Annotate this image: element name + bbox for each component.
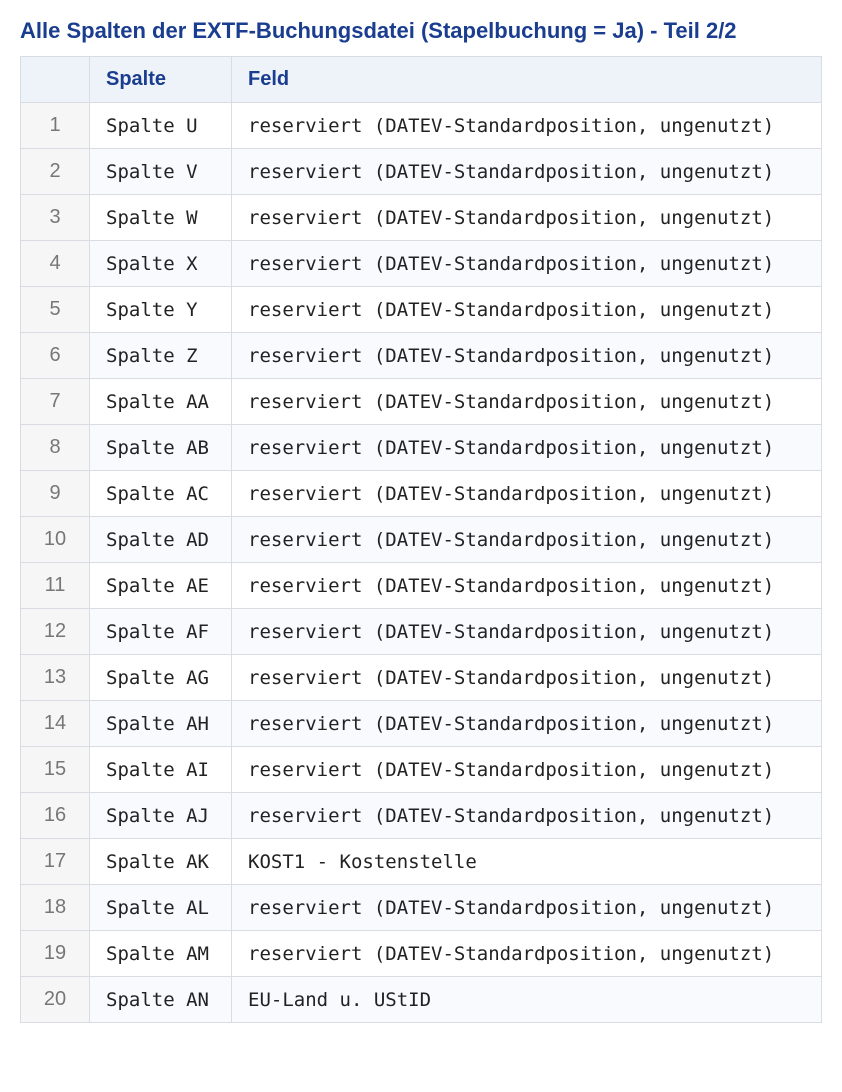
row-field: reserviert (DATEV-Standardposition, unge… — [231, 746, 822, 793]
row-column: Spalte AB — [89, 424, 232, 471]
row-field: reserviert (DATEV-Standardposition, unge… — [231, 516, 822, 563]
row-field: reserviert (DATEV-Standardposition, unge… — [231, 240, 822, 287]
row-column: Spalte AG — [89, 654, 232, 701]
row-index: 3 — [20, 194, 90, 241]
row-column: Spalte AF — [89, 608, 232, 655]
row-column: Spalte AC — [89, 470, 232, 517]
row-field: KOST1 - Kostenstelle — [231, 838, 822, 885]
header-feld: Feld — [231, 56, 822, 103]
row-index: 9 — [20, 470, 90, 517]
row-field: reserviert (DATEV-Standardposition, unge… — [231, 654, 822, 701]
row-field: reserviert (DATEV-Standardposition, unge… — [231, 286, 822, 333]
row-column: Spalte W — [89, 194, 232, 241]
row-field: reserviert (DATEV-Standardposition, unge… — [231, 608, 822, 655]
row-column: Spalte Z — [89, 332, 232, 379]
header-index — [20, 56, 90, 103]
row-field: reserviert (DATEV-Standardposition, unge… — [231, 700, 822, 747]
row-index: 20 — [20, 976, 90, 1023]
row-column: Spalte AL — [89, 884, 232, 931]
row-column: Spalte U — [89, 102, 232, 149]
row-column: Spalte AK — [89, 838, 232, 885]
row-column: Spalte Y — [89, 286, 232, 333]
row-index: 1 — [20, 102, 90, 149]
row-index: 7 — [20, 378, 90, 425]
row-index: 18 — [20, 884, 90, 931]
row-field: reserviert (DATEV-Standardposition, unge… — [231, 194, 822, 241]
page-title: Alle Spalten der EXTF-Buchungsdatei (Sta… — [20, 18, 737, 43]
row-index: 2 — [20, 148, 90, 195]
row-column: Spalte AN — [89, 976, 232, 1023]
row-column: Spalte X — [89, 240, 232, 287]
row-index: 5 — [20, 286, 90, 333]
table-header-row: Spalte Feld — [20, 56, 822, 103]
row-field: EU-Land u. UStID — [231, 976, 822, 1023]
row-column: Spalte AE — [89, 562, 232, 609]
row-column: Spalte V — [89, 148, 232, 195]
row-field: reserviert (DATEV-Standardposition, unge… — [231, 562, 822, 609]
row-field: reserviert (DATEV-Standardposition, unge… — [231, 470, 822, 517]
row-field: reserviert (DATEV-Standardposition, unge… — [231, 884, 822, 931]
row-index: 14 — [20, 700, 90, 747]
row-index: 13 — [20, 654, 90, 701]
row-index: 17 — [20, 838, 90, 885]
row-index: 10 — [20, 516, 90, 563]
row-column: Spalte AH — [89, 700, 232, 747]
row-field: reserviert (DATEV-Standardposition, unge… — [231, 148, 822, 195]
row-index: 4 — [20, 240, 90, 287]
row-index: 19 — [20, 930, 90, 977]
row-field: reserviert (DATEV-Standardposition, unge… — [231, 378, 822, 425]
row-index: 11 — [20, 562, 90, 609]
row-column: Spalte AJ — [89, 792, 232, 839]
row-field: reserviert (DATEV-Standardposition, unge… — [231, 792, 822, 839]
row-index: 8 — [20, 424, 90, 471]
row-index: 6 — [20, 332, 90, 379]
row-field: reserviert (DATEV-Standardposition, unge… — [231, 332, 822, 379]
row-field: reserviert (DATEV-Standardposition, unge… — [231, 424, 822, 471]
row-column: Spalte AA — [89, 378, 232, 425]
row-column: Spalte AD — [89, 516, 232, 563]
row-index: 15 — [20, 746, 90, 793]
row-field: reserviert (DATEV-Standardposition, unge… — [231, 930, 822, 977]
row-index: 16 — [20, 792, 90, 839]
row-field: reserviert (DATEV-Standardposition, unge… — [231, 102, 822, 149]
header-spalte: Spalte — [89, 56, 232, 103]
row-column: Spalte AI — [89, 746, 232, 793]
row-column: Spalte AM — [89, 930, 232, 977]
row-index: 12 — [20, 608, 90, 655]
